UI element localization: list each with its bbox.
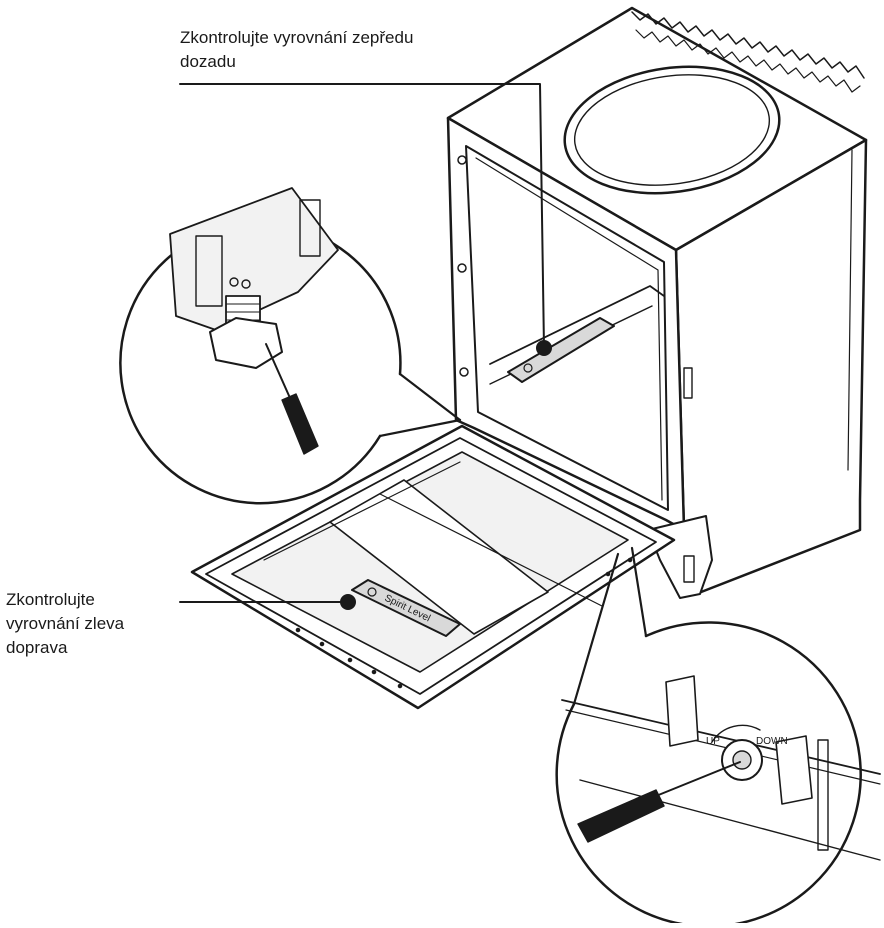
leader-lines xyxy=(179,83,552,610)
dishwasher-door: Spirit Level xyxy=(190,424,676,710)
adjuster-down-label: DOWN xyxy=(756,736,788,747)
callout-left-right: Zkontrolujte vyrovnání zleva doprava xyxy=(6,588,181,660)
callout-front-back-line1: Zkontrolujte vyrovnání zepředu xyxy=(180,28,414,47)
callout-left-right-line2: vyrovnání zleva xyxy=(6,614,125,633)
foot-adjust-detail xyxy=(119,187,462,505)
callout-front-back: Zkontrolujte vyrovnání zepředu dozadu xyxy=(180,26,520,74)
dishwasher-cabinet xyxy=(446,6,868,599)
callout-left-right-line3: doprava xyxy=(6,638,68,657)
hinge-adjust-detail: UP DOWN xyxy=(555,546,881,928)
callout-left-right-line1: Zkontrolujte xyxy=(6,590,95,609)
callout-front-back-line2: dozadu xyxy=(180,52,236,71)
adjuster-up-label: UP xyxy=(706,736,720,747)
